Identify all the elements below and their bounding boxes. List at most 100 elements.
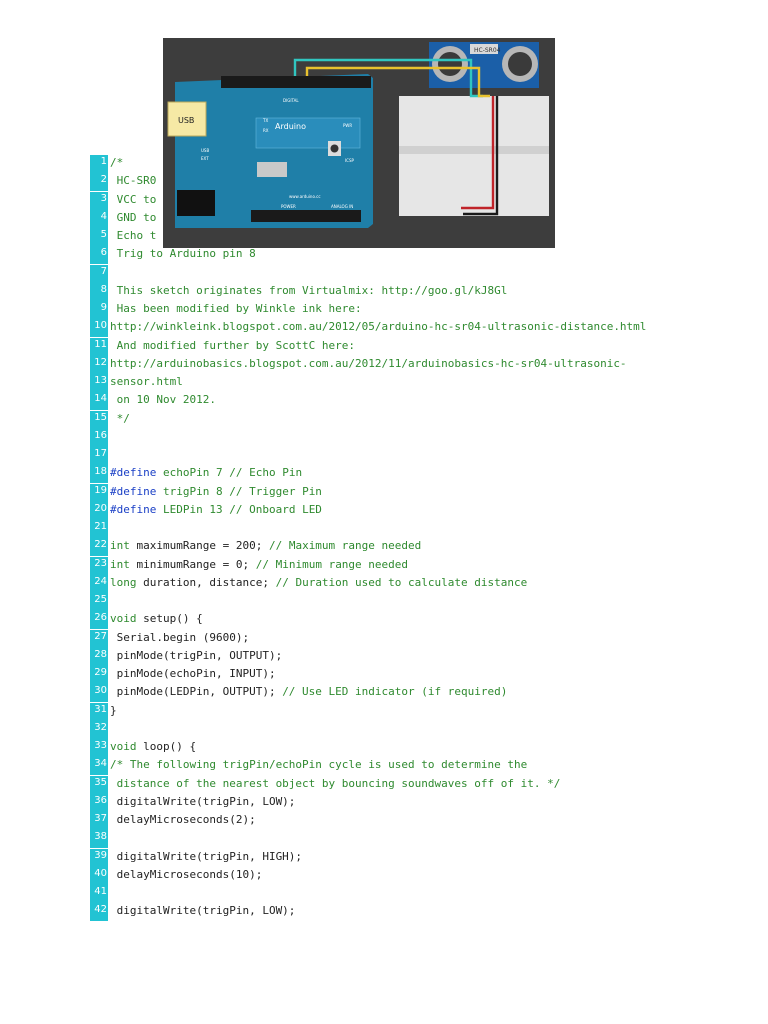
line-number: 14 — [90, 392, 108, 411]
code-token: duration, distance; — [136, 575, 276, 589]
line-number: 35 — [90, 775, 108, 794]
line-number: 36 — [90, 793, 108, 812]
line-number: 19 — [90, 483, 108, 502]
code-token: sensor.html — [110, 375, 183, 388]
code-token: Has been modified by Winkle ink here: — [110, 302, 362, 315]
code-token: // Onboard LED — [229, 502, 322, 516]
code-text: distance of the nearest object by bounci… — [110, 776, 561, 790]
code-text: pinMode(trigPin, OUTPUT); — [110, 648, 283, 662]
code-text: Serial.begin (9600); — [110, 631, 249, 644]
line-number: 34 — [90, 757, 108, 776]
code-text: And modified further by ScottC here: — [110, 339, 355, 352]
code-text: #define trigPin 8 // Trigger Pin — [110, 485, 322, 498]
code-text: digitalWrite(trigPin, LOW); — [110, 904, 296, 918]
line-number: 25 — [90, 593, 108, 611]
code-text: HC-SR0 — [110, 174, 157, 188]
code-token: HC-SR0 — [110, 174, 157, 188]
code-text: } — [110, 704, 117, 717]
ultrasonic-sensor: HC-SR04 — [429, 42, 539, 88]
code-text: sensor.html — [110, 375, 183, 388]
code-token: maximumRange = 200; — [129, 539, 269, 553]
line-number: 15 — [90, 410, 108, 429]
code-token: setup() { — [136, 612, 203, 626]
code-token: #define — [110, 484, 157, 498]
code-text: http://winkleink.blogspot.com.au/2012/05… — [110, 320, 646, 333]
code-token: on 10 Nov 2012. — [110, 393, 216, 407]
code-token: // Maximum range needed — [268, 539, 422, 553]
line-number: 7 — [90, 264, 108, 283]
line-number: 10 — [90, 319, 108, 338]
code-text: void setup() { — [110, 612, 203, 625]
code-text: VCC to — [110, 193, 157, 206]
line-number: 16 — [90, 428, 108, 447]
line-number: 42 — [90, 903, 108, 922]
line-number: 9 — [90, 301, 108, 319]
tx-label: TX — [262, 118, 268, 123]
line-number: 20 — [90, 501, 108, 520]
code-text: digitalWrite(trigPin, LOW); — [110, 795, 296, 808]
analog-label: ANALOG IN — [331, 204, 353, 209]
code-token: echoPin 7 — [156, 466, 230, 480]
line-number: 26 — [90, 611, 108, 630]
code-text: /* — [110, 156, 123, 169]
code-token: // Minimum range needed — [255, 557, 409, 571]
line-number: 4 — [90, 209, 108, 228]
code-token: delayMicroseconds(2); — [110, 813, 256, 826]
code-text: This sketch originates from Virtualmix: … — [110, 284, 508, 297]
code-token: minimumRange = 0; — [129, 557, 256, 571]
code-token: void — [110, 612, 137, 626]
url-label: www.arduino.cc — [289, 194, 321, 199]
ext-select-label: EXT — [201, 156, 209, 161]
code-token: digitalWrite(trigPin, LOW); — [110, 904, 296, 918]
line-number: 18 — [90, 465, 108, 484]
line-number: 5 — [90, 228, 108, 246]
arduino-board: Arduino DIGITAL PWR ICSP TX RX www.ardui… — [167, 74, 373, 228]
code-text: GND to — [110, 210, 157, 224]
code-token: } — [110, 703, 117, 717]
code-text: Echo t — [110, 229, 157, 242]
code-token: // Use LED indicator (if required) — [282, 685, 508, 699]
code-token: void — [110, 740, 137, 753]
code-text: pinMode(LEDPin, OUTPUT); // Use LED indi… — [110, 685, 508, 699]
code-token: distance of the nearest object by bounci… — [110, 776, 561, 790]
rx-label: RX — [263, 128, 269, 133]
code-token: GND to — [110, 210, 157, 224]
code-text: long duration, distance; // Duration use… — [110, 576, 527, 589]
code-text: int minimumRange = 0; // Minimum range n… — [110, 558, 408, 571]
digital-label: DIGITAL — [283, 98, 299, 103]
power-label: POWER — [281, 204, 296, 209]
code-token: pinMode(trigPin, OUTPUT); — [110, 648, 283, 662]
line-number: 27 — [90, 629, 108, 648]
code-text: delayMicroseconds(10); — [110, 868, 263, 881]
code-token: // Echo Pin — [229, 466, 303, 480]
code-token: Serial.begin (9600); — [110, 630, 250, 644]
code-token: int — [110, 539, 130, 553]
code-token: loop() { — [136, 740, 197, 753]
usb-select-label: USB — [201, 148, 209, 153]
line-number: 28 — [90, 647, 108, 666]
code-token: Echo t — [110, 229, 157, 242]
code-token: trigPin 8 — [156, 484, 230, 498]
line-number: 29 — [90, 666, 108, 684]
code-token: Trig to Arduino pin 8 — [110, 247, 256, 261]
wires — [293, 58, 499, 216]
arduino-label: Arduino — [275, 122, 306, 131]
line-number: 13 — [90, 374, 108, 392]
line-number: 17 — [90, 447, 108, 465]
line-number: 38 — [90, 830, 108, 849]
code-token: LEDPin 13 — [156, 502, 230, 516]
icsp-label: ICSP — [345, 158, 355, 163]
line-number: 31 — [90, 702, 108, 721]
code-text: delayMicroseconds(2); — [110, 813, 256, 826]
code-token: // Duration used to calculate distance — [275, 575, 528, 589]
arduino-wiring-diagram: Arduino DIGITAL PWR ICSP TX RX www.ardui… — [163, 38, 555, 248]
code-token: #define — [110, 466, 157, 480]
line-number: 32 — [90, 720, 108, 739]
line-number: 21 — [90, 520, 108, 538]
code-token: // Trigger Pin — [229, 484, 322, 498]
code-token: pinMode(LEDPin, OUTPUT); — [110, 685, 283, 699]
code-token: /* The following trigPin/echoPin cycle i… — [110, 758, 528, 772]
code-text: http://arduinobasics.blogspot.com.au/201… — [110, 357, 627, 370]
line-number: 33 — [90, 739, 108, 757]
code-token: http://arduinobasics.blogspot.com.au/201… — [110, 356, 627, 370]
